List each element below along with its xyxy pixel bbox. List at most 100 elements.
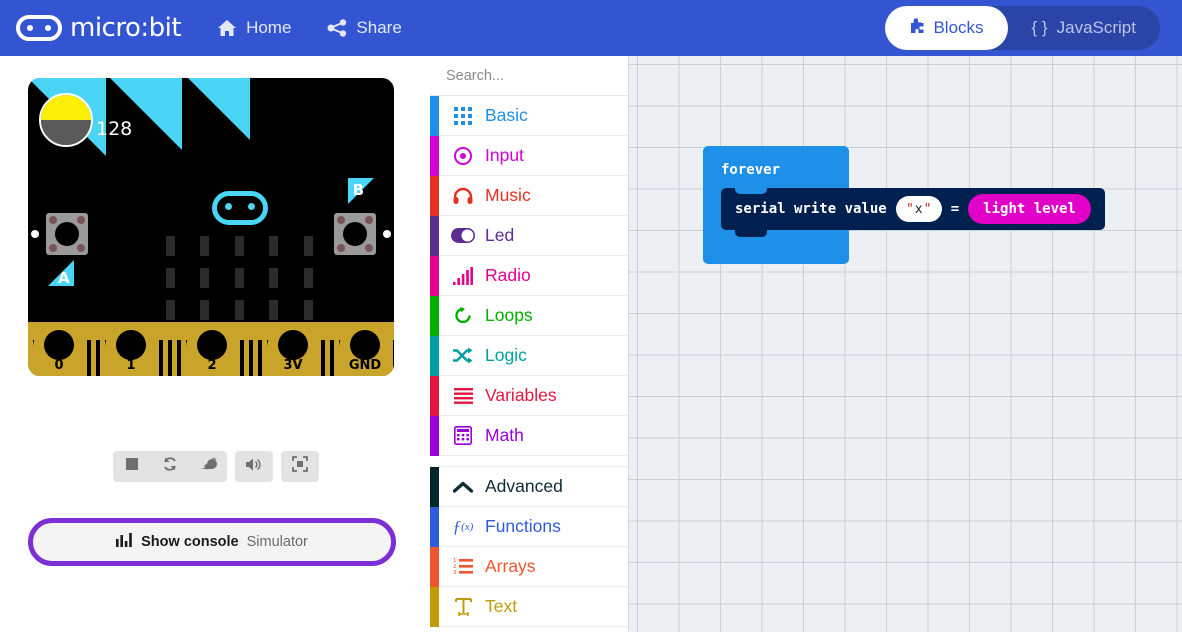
toolbox-category-variables[interactable]: Variables	[430, 376, 628, 416]
mute-control-group	[235, 451, 273, 482]
search-input[interactable]	[444, 66, 628, 85]
simulator-controls	[113, 451, 319, 482]
pin-2[interactable]: 2	[186, 322, 238, 376]
text-field-value: x	[914, 201, 923, 217]
microbit-face-icon	[16, 15, 62, 41]
toolbox-category-functions[interactable]: ƒ(x) Functions	[430, 507, 628, 547]
toolbox-category-music[interactable]: Music	[430, 176, 628, 216]
button-a[interactable]	[46, 213, 88, 255]
block-forever-label: forever	[721, 162, 781, 178]
home-label: Home	[246, 18, 292, 37]
board-logo-icon[interactable]	[212, 191, 268, 225]
light-level-knob[interactable]	[39, 93, 93, 147]
text-field-name[interactable]: " x "	[895, 196, 942, 222]
puzzle-icon	[909, 18, 924, 39]
block-light-level-label: light level	[983, 201, 1076, 217]
edge-dot	[383, 230, 391, 238]
toolbox-category-led[interactable]: Led	[430, 216, 628, 256]
pin-2-label: 2	[207, 358, 217, 373]
tab-blocks-label: Blocks	[933, 18, 984, 37]
toolbox-category-text-label: Text	[485, 596, 518, 616]
stop-button[interactable]	[113, 451, 151, 482]
pin-1[interactable]: 1	[105, 322, 157, 376]
toolbox-search-row	[430, 56, 628, 96]
toolbox-category-math-label: Math	[485, 425, 524, 445]
toolbox-category-input[interactable]: Input	[430, 136, 628, 176]
calculator-icon	[450, 426, 476, 445]
toolbox-divider	[430, 456, 628, 467]
quote-open: "	[905, 201, 914, 217]
blocks-toolbox: Basic Input Music	[430, 56, 629, 632]
blocks-workspace[interactable]: forever serial write value " x " = light…	[629, 56, 1182, 632]
tab-blocks[interactable]: Blocks	[885, 6, 1008, 50]
svg-text:1: 1	[453, 558, 456, 564]
slow-motion-button[interactable]	[189, 451, 227, 482]
grid-icon	[450, 106, 476, 125]
equals-label: =	[950, 201, 960, 217]
block-light-level[interactable]: light level	[968, 194, 1091, 224]
restart-button[interactable]	[151, 451, 189, 482]
toolbox-category-text[interactable]: Text	[430, 587, 628, 627]
svg-text:2: 2	[453, 564, 456, 570]
toolbox-category-math[interactable]: Math	[430, 416, 628, 456]
pin-3v-label: 3V	[283, 358, 303, 373]
toolbox-category-loops[interactable]: Loops	[430, 296, 628, 336]
toolbox-category-logic[interactable]: Logic	[430, 336, 628, 376]
share-link[interactable]: Share	[327, 18, 402, 38]
chevron-up-icon	[450, 481, 476, 493]
fullscreen-button[interactable]	[281, 451, 319, 482]
pin-1-label: 1	[126, 358, 136, 373]
block-notch	[735, 187, 767, 194]
share-label: Share	[356, 18, 402, 37]
microbit-logo[interactable]: micro:bit	[16, 13, 182, 43]
signal-bars-icon	[450, 266, 476, 285]
microbit-board: A B 0 1	[28, 78, 394, 376]
toolbox-category-functions-label: Functions	[485, 516, 561, 536]
toolbox-category-arrays[interactable]: 1 2 3 Arrays	[430, 547, 628, 587]
toolbox-category-led-label: Led	[485, 225, 515, 245]
home-link[interactable]: Home	[217, 18, 291, 38]
toolbox-category-variables-label: Variables	[485, 385, 557, 405]
button-b-label: B	[352, 181, 364, 199]
show-console-sublabel: Simulator	[246, 534, 308, 550]
show-console-label: Show console	[141, 534, 239, 550]
toolbox-category-advanced[interactable]: Advanced	[430, 467, 628, 507]
pin-gnd-label: GND	[348, 358, 382, 373]
snail-icon	[200, 457, 217, 476]
board-stripe	[110, 78, 182, 150]
app-header: micro:bit Home Share	[0, 0, 1182, 56]
target-icon	[450, 146, 476, 166]
shuffle-icon	[450, 347, 476, 364]
toggle-icon	[450, 228, 476, 243]
button-a-label: A	[58, 269, 70, 287]
block-bump	[735, 230, 767, 237]
function-icon: ƒ(x)	[452, 516, 474, 536]
toolbox-category-advanced-label: Advanced	[485, 476, 563, 496]
button-b[interactable]	[334, 213, 376, 255]
toolbox-category-radio[interactable]: Radio	[430, 256, 628, 296]
editor-mode-toggle: Blocks { } JavaScript	[885, 6, 1160, 50]
edge-dot	[31, 230, 39, 238]
fullscreen-icon	[292, 456, 308, 477]
pin-3v[interactable]: 3V	[267, 322, 319, 376]
toolbox-category-input-label: Input	[485, 145, 524, 165]
bar-chart-icon	[116, 532, 133, 552]
light-level-value: 128	[96, 118, 133, 140]
headphones-icon	[450, 187, 476, 205]
brand-name: micro:bit	[70, 13, 182, 43]
block-serial-write-value[interactable]: serial write value " x " = light level	[721, 187, 1105, 237]
pin-0-label: 0	[54, 358, 64, 373]
tab-javascript-label: JavaScript	[1056, 18, 1136, 37]
pin-0[interactable]: 0	[33, 322, 85, 376]
tab-javascript[interactable]: { } JavaScript	[1008, 6, 1160, 50]
show-console-button[interactable]: Show console Simulator	[28, 518, 396, 566]
numbered-list-icon: 1 2 3	[450, 558, 476, 575]
toolbox-category-logic-label: Logic	[485, 345, 527, 365]
pin-gnd[interactable]: GND	[339, 322, 391, 376]
mute-button[interactable]	[235, 451, 273, 482]
toolbox-category-basic[interactable]: Basic	[430, 96, 628, 136]
button-b-marker	[348, 178, 374, 204]
block-serial-write-label: serial write value	[735, 201, 887, 217]
speaker-icon	[245, 457, 263, 477]
lines-icon	[450, 387, 476, 404]
